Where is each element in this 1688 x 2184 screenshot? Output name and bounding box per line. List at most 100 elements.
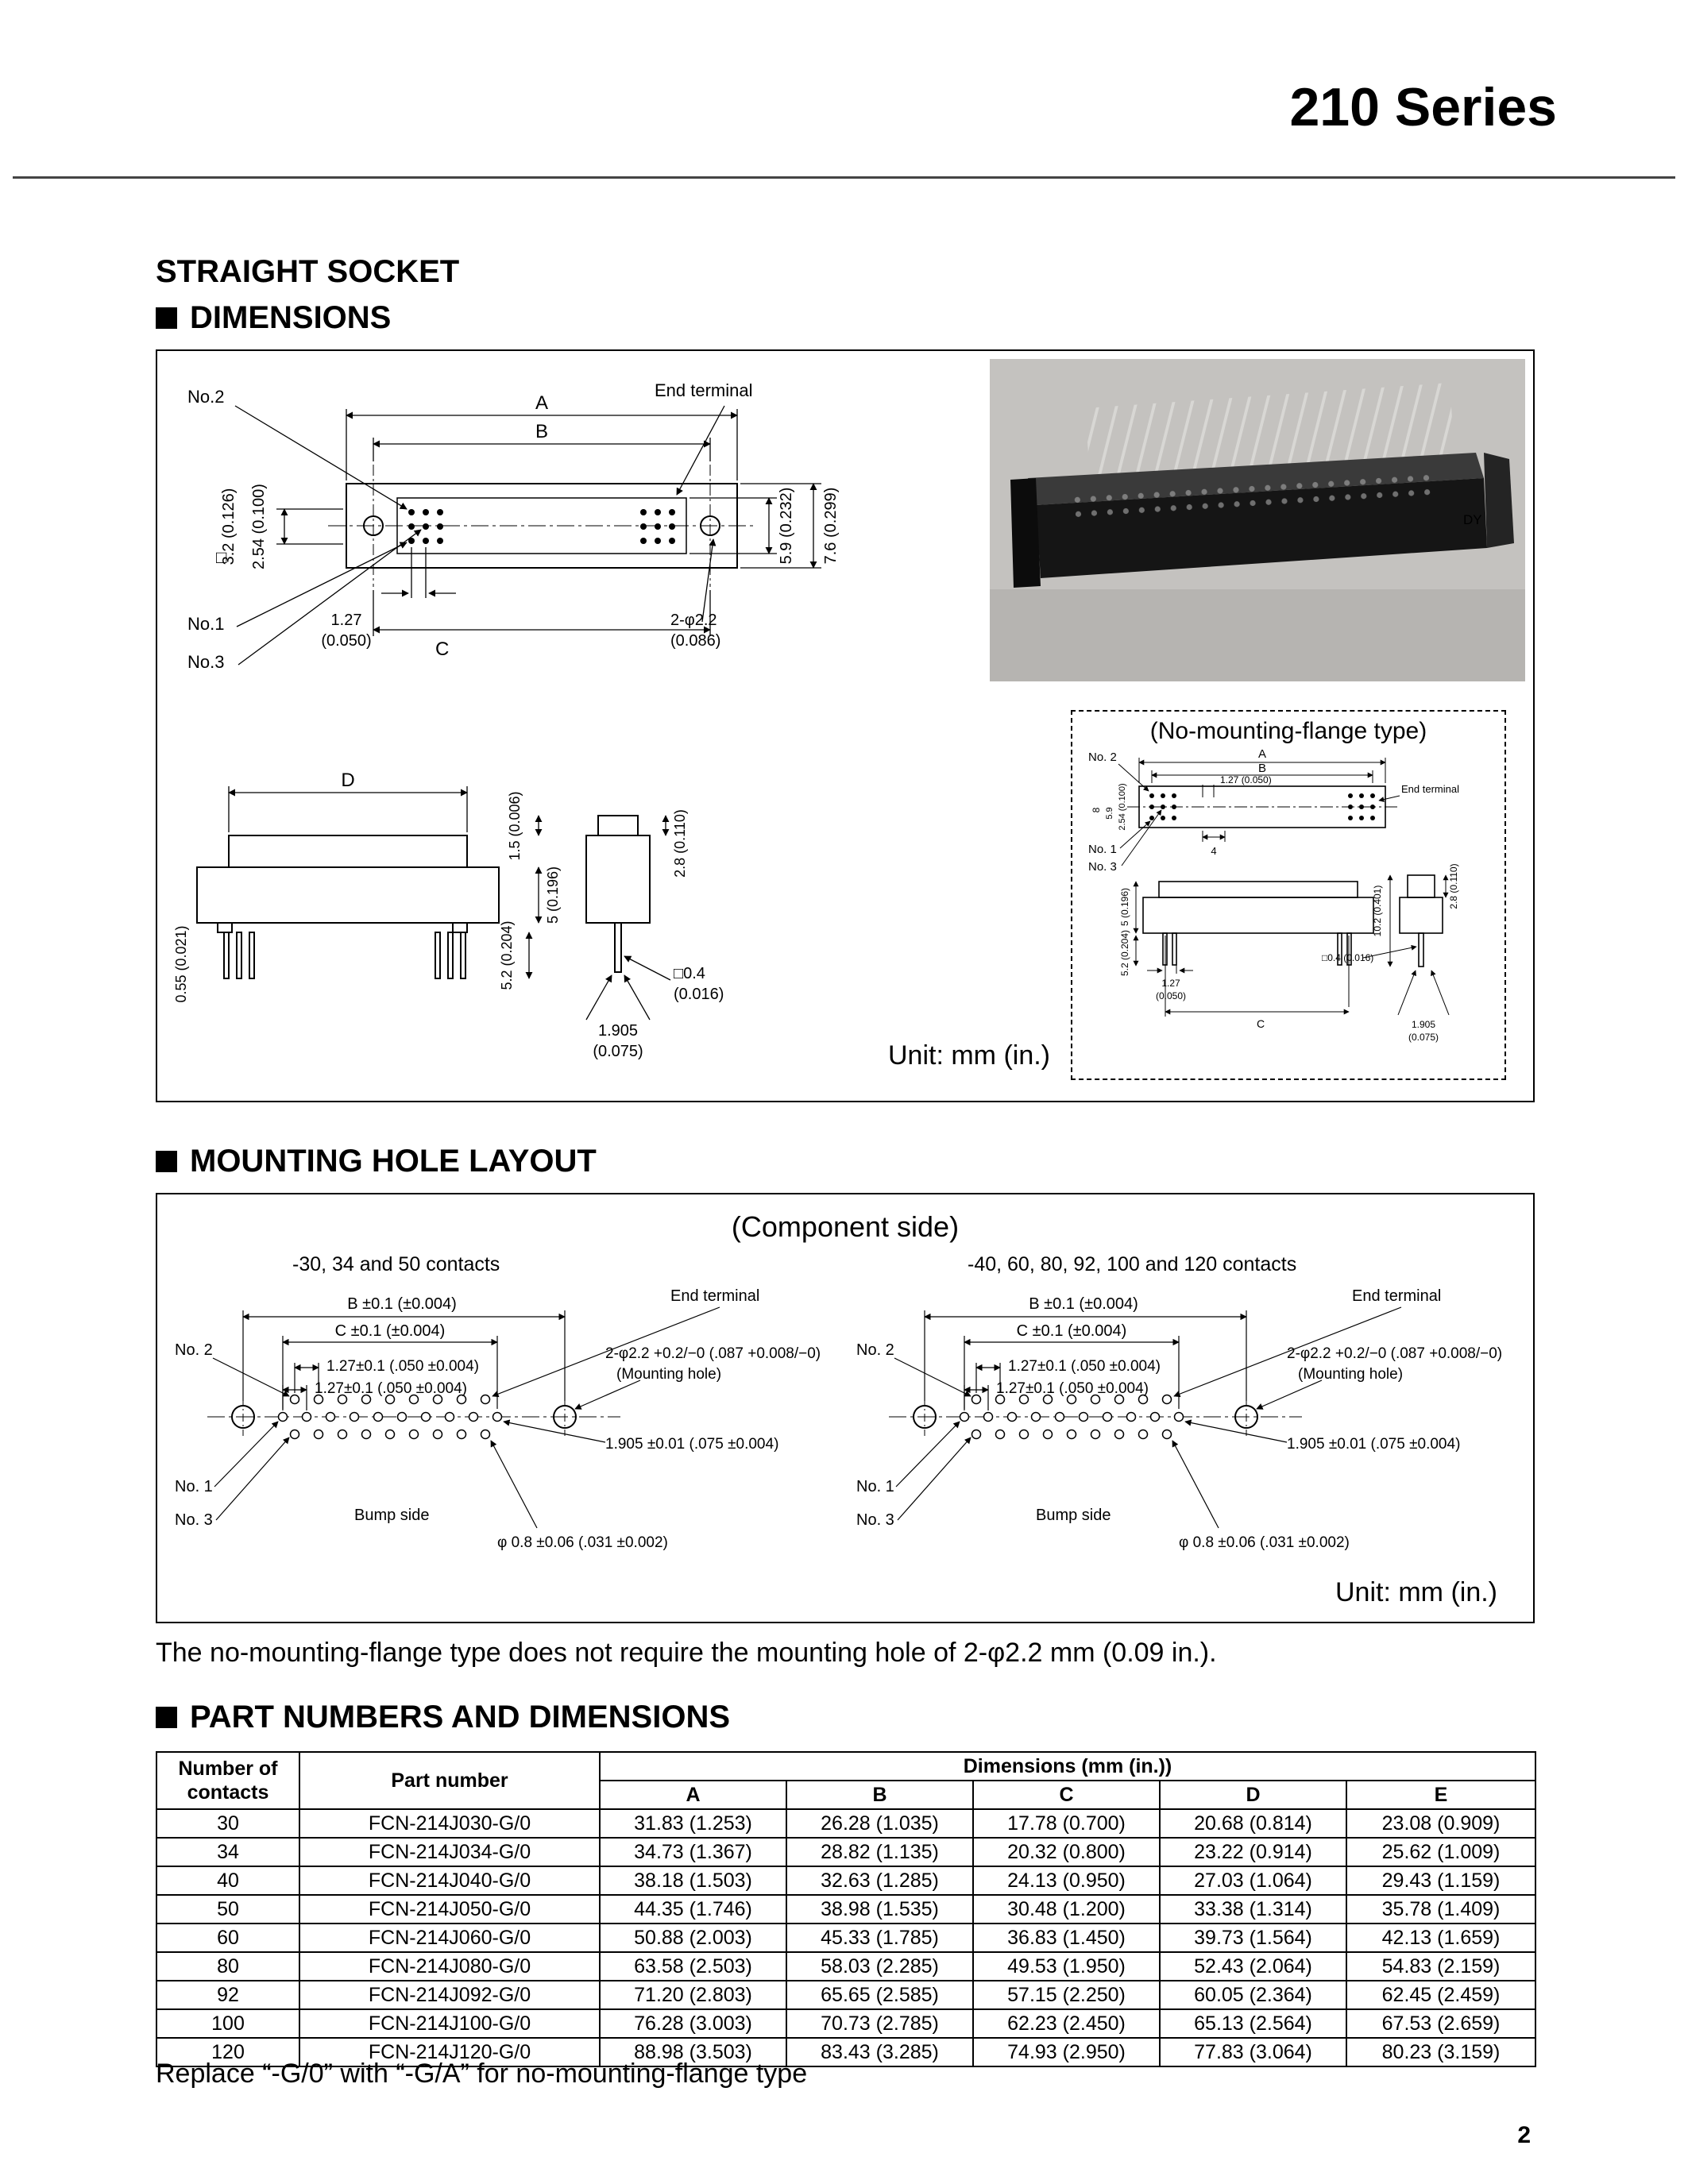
cell-e: 67.53 (2.659)	[1345, 2008, 1537, 2039]
cell-e: 42.13 (1.659)	[1345, 1923, 1537, 1953]
cell-contacts: 40	[156, 1866, 300, 1896]
cell-b: 65.65 (2.585)	[786, 1980, 974, 2010]
mount-label-hole: 2-φ2.2 +0.2/−0 (.087 +0.008/−0)	[1287, 1345, 1502, 1362]
col-header-c: C	[972, 1780, 1161, 1810]
mount-label-bump-side: Bump side	[354, 1507, 430, 1524]
cell-d: 77.83 (3.064)	[1159, 2037, 1347, 2067]
mount-label-1905: 1.905 ±0.01 (.075 ±0.004)	[605, 1436, 778, 1453]
cell-c: 57.15 (2.250)	[972, 1980, 1161, 2010]
front-view-drawing: No.2 A B End terminal 3.2 (0.126) 2.54 (…	[187, 380, 840, 672]
nf-label-4: 4	[1211, 845, 1216, 857]
cell-e: 29.43 (1.159)	[1345, 1866, 1537, 1896]
mount-label-no2: No. 2	[856, 1341, 894, 1359]
page-title: 210 Series	[1289, 77, 1557, 137]
side-body-outline	[196, 815, 651, 979]
cell-c: 74.93 (2.950)	[972, 2037, 1161, 2067]
mount-label-pitch2: 1.27±0.1 (.050 ±0.004)	[315, 1380, 467, 1397]
nf-label-5-2: 5.2 (0.204)	[1119, 930, 1130, 976]
cell-contacts: 50	[156, 1894, 300, 1924]
no-flange-lines	[1118, 758, 1450, 1017]
mount-label-pitch2: 1.27±0.1 (.050 ±0.004)	[996, 1380, 1149, 1397]
dimensions-heading-label: DIMENSIONS	[190, 300, 392, 335]
mount-label-end-terminal: End terminal	[670, 1287, 759, 1305]
photo-right-end	[1484, 453, 1514, 548]
connector-photo: DY	[990, 359, 1525, 681]
page-number: 2	[1517, 2122, 1531, 2148]
mount-label-no1: No. 1	[856, 1478, 894, 1495]
nf-label-end-terminal: End terminal	[1401, 783, 1459, 795]
cell-a: 38.18 (1.503)	[599, 1866, 787, 1896]
cell-c: 24.13 (0.950)	[972, 1866, 1161, 1896]
front-label-mounting-hole-dia-in: (0.086)	[670, 632, 720, 650]
cell-d: 33.38 (1.314)	[1159, 1894, 1347, 1924]
side-label-0-55: 0.55 (0.021)	[173, 925, 189, 1002]
cell-b: 32.63 (1.285)	[786, 1866, 974, 1896]
side-label-0-4-in: (0.016)	[674, 986, 724, 1003]
cell-part: FCN-214J092-G/0	[299, 1980, 601, 2010]
photo-pins	[1085, 382, 1455, 484]
nf-label-5-9: 5.9	[1105, 807, 1114, 819]
col-header-b: B	[786, 1780, 974, 1810]
photo-left-end	[1010, 478, 1041, 588]
col-header-contacts: Number of contacts	[156, 1751, 300, 1810]
front-label-end-terminal: End terminal	[655, 380, 753, 400]
cell-part: FCN-214J060-G/0	[299, 1923, 601, 1953]
nf-label-1-27b-in: (0.050)	[1156, 990, 1186, 1001]
mounting-diagram-right: B ±0.1 (±0.004) C ±0.1 (±0.004) 1.27±0.1…	[856, 1287, 1502, 1551]
mount-label-mounting-hole: (Mounting hole)	[1298, 1366, 1403, 1383]
nf-label-1-905-in: (0.075)	[1408, 1032, 1439, 1043]
cell-e: 54.83 (2.159)	[1345, 1951, 1537, 1981]
no-flange-drawing: No. 2 A B 2.54 (0.100) 8 5.9 1.27 (0.050…	[1088, 748, 1459, 1043]
cell-a: 50.88 (2.003)	[599, 1923, 787, 1953]
mount-label-pin: φ 0.8 ±0.06 (.031 ±0.002)	[497, 1534, 668, 1551]
no-flange-box: (No-mounting-flange type)	[1071, 710, 1506, 1080]
cell-b: 83.43 (3.285)	[786, 2037, 974, 2067]
front-label-2-54: 2.54 (0.100)	[250, 484, 268, 569]
cell-c: 49.53 (1.950)	[972, 1951, 1161, 1981]
cell-e: 80.23 (3.159)	[1345, 2037, 1537, 2067]
mounting-heading-label: MOUNTING HOLE LAYOUT	[190, 1144, 597, 1179]
mount-label-c: C ±0.1 (±0.004)	[1017, 1322, 1127, 1340]
nf-label-a: A	[1258, 748, 1266, 761]
cell-c: 36.83 (1.450)	[972, 1923, 1161, 1953]
no-flange-outline	[1138, 785, 1443, 967]
unit-note-dimensions: Unit: mm (in.)	[888, 1040, 1050, 1071]
cell-e: 35.78 (1.409)	[1345, 1894, 1537, 1924]
mount-label-b: B ±0.1 (±0.004)	[347, 1295, 457, 1313]
unit-note-mounting: Unit: mm (in.)	[1335, 1577, 1497, 1607]
front-label-3-2: 3.2 (0.126)	[220, 488, 238, 565]
cell-c: 17.78 (0.700)	[972, 1808, 1161, 1839]
cell-a: 31.83 (1.253)	[599, 1808, 787, 1839]
side-label-1-905: 1.905	[598, 1022, 638, 1040]
dimensions-figure-box: No.2 A B End terminal 3.2 (0.126) 2.54 (…	[156, 349, 1535, 1102]
cell-a: 44.35 (1.746)	[599, 1894, 787, 1924]
side-dimension-lines	[228, 786, 671, 1021]
cell-e: 25.62 (1.009)	[1345, 1837, 1537, 1867]
mount-label-no2: No. 2	[175, 1341, 213, 1359]
mounting-layout-box: (Component side) -30, 34 and 50 contacts…	[156, 1193, 1535, 1623]
cell-e: 23.08 (0.909)	[1345, 1808, 1537, 1839]
cell-part: FCN-214J100-G/0	[299, 2008, 601, 2039]
mount-label-1905: 1.905 ±0.01 (.075 ±0.004)	[1287, 1436, 1460, 1453]
mounting-diagram-left: B ±0.1 (±0.004) C ±0.1 (±0.004) 1.27±0.1…	[175, 1287, 821, 1551]
nf-label-0-4: □0.4 (0.016)	[1322, 952, 1373, 963]
cell-part: FCN-214J034-G/0	[299, 1837, 601, 1867]
nf-label-1-27b: 1.27	[1161, 978, 1180, 989]
cell-d: 52.43 (2.064)	[1159, 1951, 1347, 1981]
cell-d: 23.22 (0.914)	[1159, 1837, 1347, 1867]
mount-label-no1: No. 1	[175, 1478, 213, 1495]
side-label-1-905-in: (0.075)	[593, 1043, 643, 1060]
side-label-5-2: 5.2 (0.204)	[499, 920, 515, 990]
cell-e: 62.45 (2.459)	[1345, 1980, 1537, 2010]
nf-label-no2: No. 2	[1088, 751, 1117, 764]
component-side-label: (Component side)	[731, 1210, 960, 1243]
section-bullet-icon	[156, 1707, 177, 1728]
front-label-1-27-in: (0.050)	[321, 632, 371, 650]
cell-b: 26.28 (1.035)	[786, 1808, 974, 1839]
